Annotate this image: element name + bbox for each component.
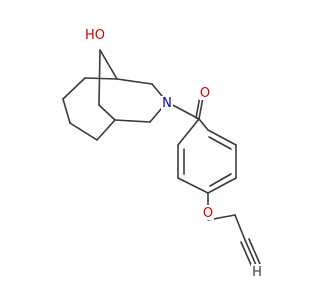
bond	[244, 239, 257, 266]
alkyne-h-label: H	[252, 265, 262, 280]
bond	[114, 119, 151, 123]
bond	[116, 78, 153, 85]
bond	[177, 177, 209, 194]
bond	[84, 77, 118, 80]
bond	[99, 49, 118, 80]
hydroxyl-label: HO	[85, 28, 105, 43]
bond	[98, 49, 101, 106]
bond	[98, 104, 116, 121]
bond	[248, 238, 261, 265]
bond	[240, 241, 253, 268]
bond	[177, 118, 200, 146]
bond	[198, 118, 209, 131]
molecule-drawing: HO N O O H	[62, 26, 263, 280]
bond	[207, 177, 237, 194]
bond	[209, 173, 232, 187]
bond	[208, 136, 232, 150]
bond	[207, 129, 237, 146]
bond-layer	[62, 49, 261, 268]
ether-oxygen-label: O	[203, 206, 213, 221]
bond	[96, 119, 116, 141]
bond	[69, 122, 98, 141]
bond	[62, 98, 71, 124]
bond	[234, 214, 246, 241]
atom-label-layer: HO N O O H	[84, 26, 263, 280]
structure-diagram: HO N O O H	[62, 26, 263, 280]
nitrogen-label: N	[162, 96, 172, 111]
bond	[62, 77, 86, 100]
carbonyl-oxygen-label: O	[200, 86, 210, 101]
